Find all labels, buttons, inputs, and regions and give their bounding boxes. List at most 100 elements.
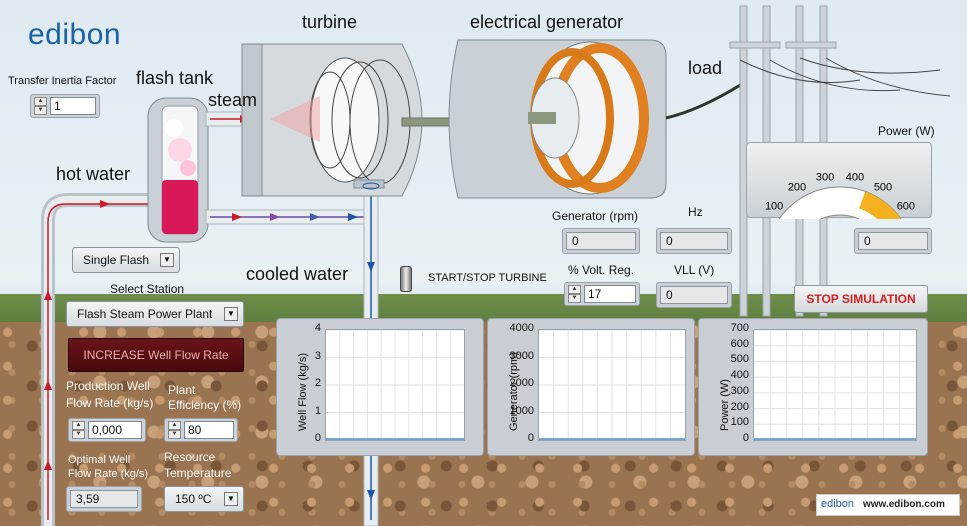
chart-grid — [539, 330, 685, 440]
cooled-water-label: cooled water — [246, 264, 349, 284]
spinner-icon[interactable]: ▲▼ — [568, 285, 581, 303]
y-tick-label: 200 — [730, 400, 749, 413]
generator-rpm-label: Generator (rpm) — [552, 209, 639, 223]
hz-indicator: 0 — [656, 228, 732, 254]
y-tick-label: 500 — [730, 353, 749, 366]
increase-well-flow-button[interactable]: INCREASE Well Flow Rate — [68, 338, 244, 372]
station-value: Flash Steam Power Plant — [77, 307, 213, 321]
hot-water-label: hot water — [56, 164, 131, 184]
footer-logo: edibon — [821, 498, 855, 510]
y-tick-label: 0 — [527, 432, 534, 444]
resource-temp-value: 150 ºC — [175, 492, 212, 506]
transfer-inertia-input[interactable]: 1 — [50, 97, 96, 115]
transfer-inertia-control[interactable]: ▲▼ 1 — [30, 94, 100, 118]
y-tick-label: 2000 — [509, 377, 534, 389]
gauge-tick-label: 300 — [816, 171, 834, 183]
vll-value: 0 — [660, 286, 728, 304]
gauge-tick-label: 600 — [897, 201, 915, 213]
generator-rpm-value: 0 — [566, 232, 636, 250]
y-tick-label: 4 — [314, 322, 321, 334]
y-tick-label: 0 — [742, 432, 749, 444]
spinner-icon[interactable]: ▲▼ — [34, 97, 47, 115]
generator-shape — [448, 39, 667, 199]
gauge-tick-label: 200 — [788, 182, 806, 194]
load-label: load — [688, 58, 723, 78]
chevron-down-icon[interactable]: ▼ — [224, 492, 238, 506]
production-well-control[interactable]: ▲▼ 0,000 — [68, 418, 146, 442]
resource-temp-label-1: Resource — [164, 450, 216, 464]
start-stop-label: START/STOP TURBINE — [428, 272, 547, 284]
stop-simulation-button[interactable]: STOP SIMULATION — [794, 285, 928, 313]
flash-type-select[interactable]: Single Flash ▼ — [72, 247, 180, 273]
turbine-shape — [241, 43, 423, 197]
y-axis-label: Power (W) — [719, 379, 731, 431]
hz-value: 0 — [660, 232, 728, 250]
y-tick-label: 0 — [314, 432, 321, 444]
optimal-well-label-1: Optimal Well — [68, 454, 131, 466]
transfer-inertia-label: Transfer Inertia Factor — [8, 75, 117, 87]
power-gauge-dial: 0100200300400500600700 — [756, 171, 930, 247]
y-tick-label: 1000 — [509, 404, 534, 417]
volt-reg-control[interactable]: ▲▼ 17 — [564, 282, 640, 306]
chart-grid — [754, 330, 916, 440]
production-well-label-2: Flow Rate (kg/s) — [66, 396, 154, 410]
footer-url[interactable]: www.edibon.com — [863, 499, 945, 510]
production-well-input[interactable]: 0,000 — [88, 421, 142, 439]
plant-efficiency-input[interactable]: 80 — [184, 421, 234, 439]
power-value: 0 — [858, 232, 928, 250]
volt-reg-input[interactable]: 17 — [584, 285, 636, 303]
y-tick-label: 4000 — [509, 322, 534, 334]
flash-tank-shape — [147, 97, 209, 243]
gauge-tick-label: 500 — [874, 182, 892, 194]
turbine-label: turbine — [302, 12, 358, 32]
plant-efficiency-control[interactable]: ▲▼ 80 — [164, 418, 238, 442]
resource-temp-label-2: Temperature — [164, 466, 232, 480]
flash-type-value: Single Flash — [83, 253, 150, 267]
chevron-down-icon[interactable]: ▼ — [224, 307, 238, 321]
well-flow-chart — [325, 329, 465, 441]
generator-label: electrical generator — [470, 12, 624, 32]
y-tick-label: 3000 — [509, 349, 534, 362]
y-tick-label: 100 — [730, 416, 749, 429]
gauge-tick-label: 400 — [846, 171, 864, 183]
start-stop-toggle[interactable] — [400, 266, 412, 292]
gauge-tick-label: 100 — [765, 201, 783, 213]
power-gauge: 0100200300400500600700 — [746, 142, 932, 247]
y-axis-label: Generator (rpm) — [508, 352, 520, 431]
y-tick-label: 600 — [730, 337, 749, 350]
y-tick-label: 400 — [730, 369, 749, 382]
resource-temp-select[interactable]: 150 ºC ▼ — [164, 486, 244, 512]
power-gauge-label: Power (W) — [878, 124, 935, 138]
flash-tank-label: flash tank — [136, 68, 214, 88]
plant-efficiency-label-2: Efficiency (%) — [168, 398, 242, 412]
spinner-icon[interactable]: ▲▼ — [168, 421, 181, 439]
hot-water-pipe — [41, 193, 150, 526]
steam-label: steam — [208, 90, 258, 110]
volt-reg-label: % Volt. Reg. — [568, 263, 635, 277]
y-tick-label: 700 — [730, 322, 749, 334]
chevron-down-icon[interactable]: ▼ — [160, 253, 174, 267]
footer-brand[interactable]: edibon www.edibon.com — [816, 494, 960, 516]
spinner-icon[interactable]: ▲▼ — [72, 421, 85, 439]
generator-chart — [538, 329, 686, 441]
chart-grid — [326, 330, 464, 440]
edibon-logo: edibon — [28, 18, 121, 52]
hz-label: Hz — [688, 205, 703, 219]
vll-indicator: 0 — [656, 282, 732, 308]
generator-chart-panel: 4000 3000 2000 1000 0 Generator (rpm) — [487, 318, 695, 456]
station-select[interactable]: Flash Steam Power Plant ▼ — [66, 301, 244, 327]
logo-text: edibon — [28, 18, 122, 51]
vll-label: VLL (V) — [674, 263, 715, 277]
optimal-well-label-2: Flow Rate (kg/s) — [68, 468, 149, 480]
power-chart — [753, 329, 917, 441]
select-station-label: Select Station — [110, 282, 185, 296]
power-indicator: 0 — [854, 228, 932, 254]
y-tick-label: 3 — [314, 349, 321, 362]
production-well-label-1: Production Well — [66, 379, 150, 393]
optimal-well-value: 3,59 — [70, 490, 138, 508]
y-tick-label: 2 — [314, 377, 321, 389]
